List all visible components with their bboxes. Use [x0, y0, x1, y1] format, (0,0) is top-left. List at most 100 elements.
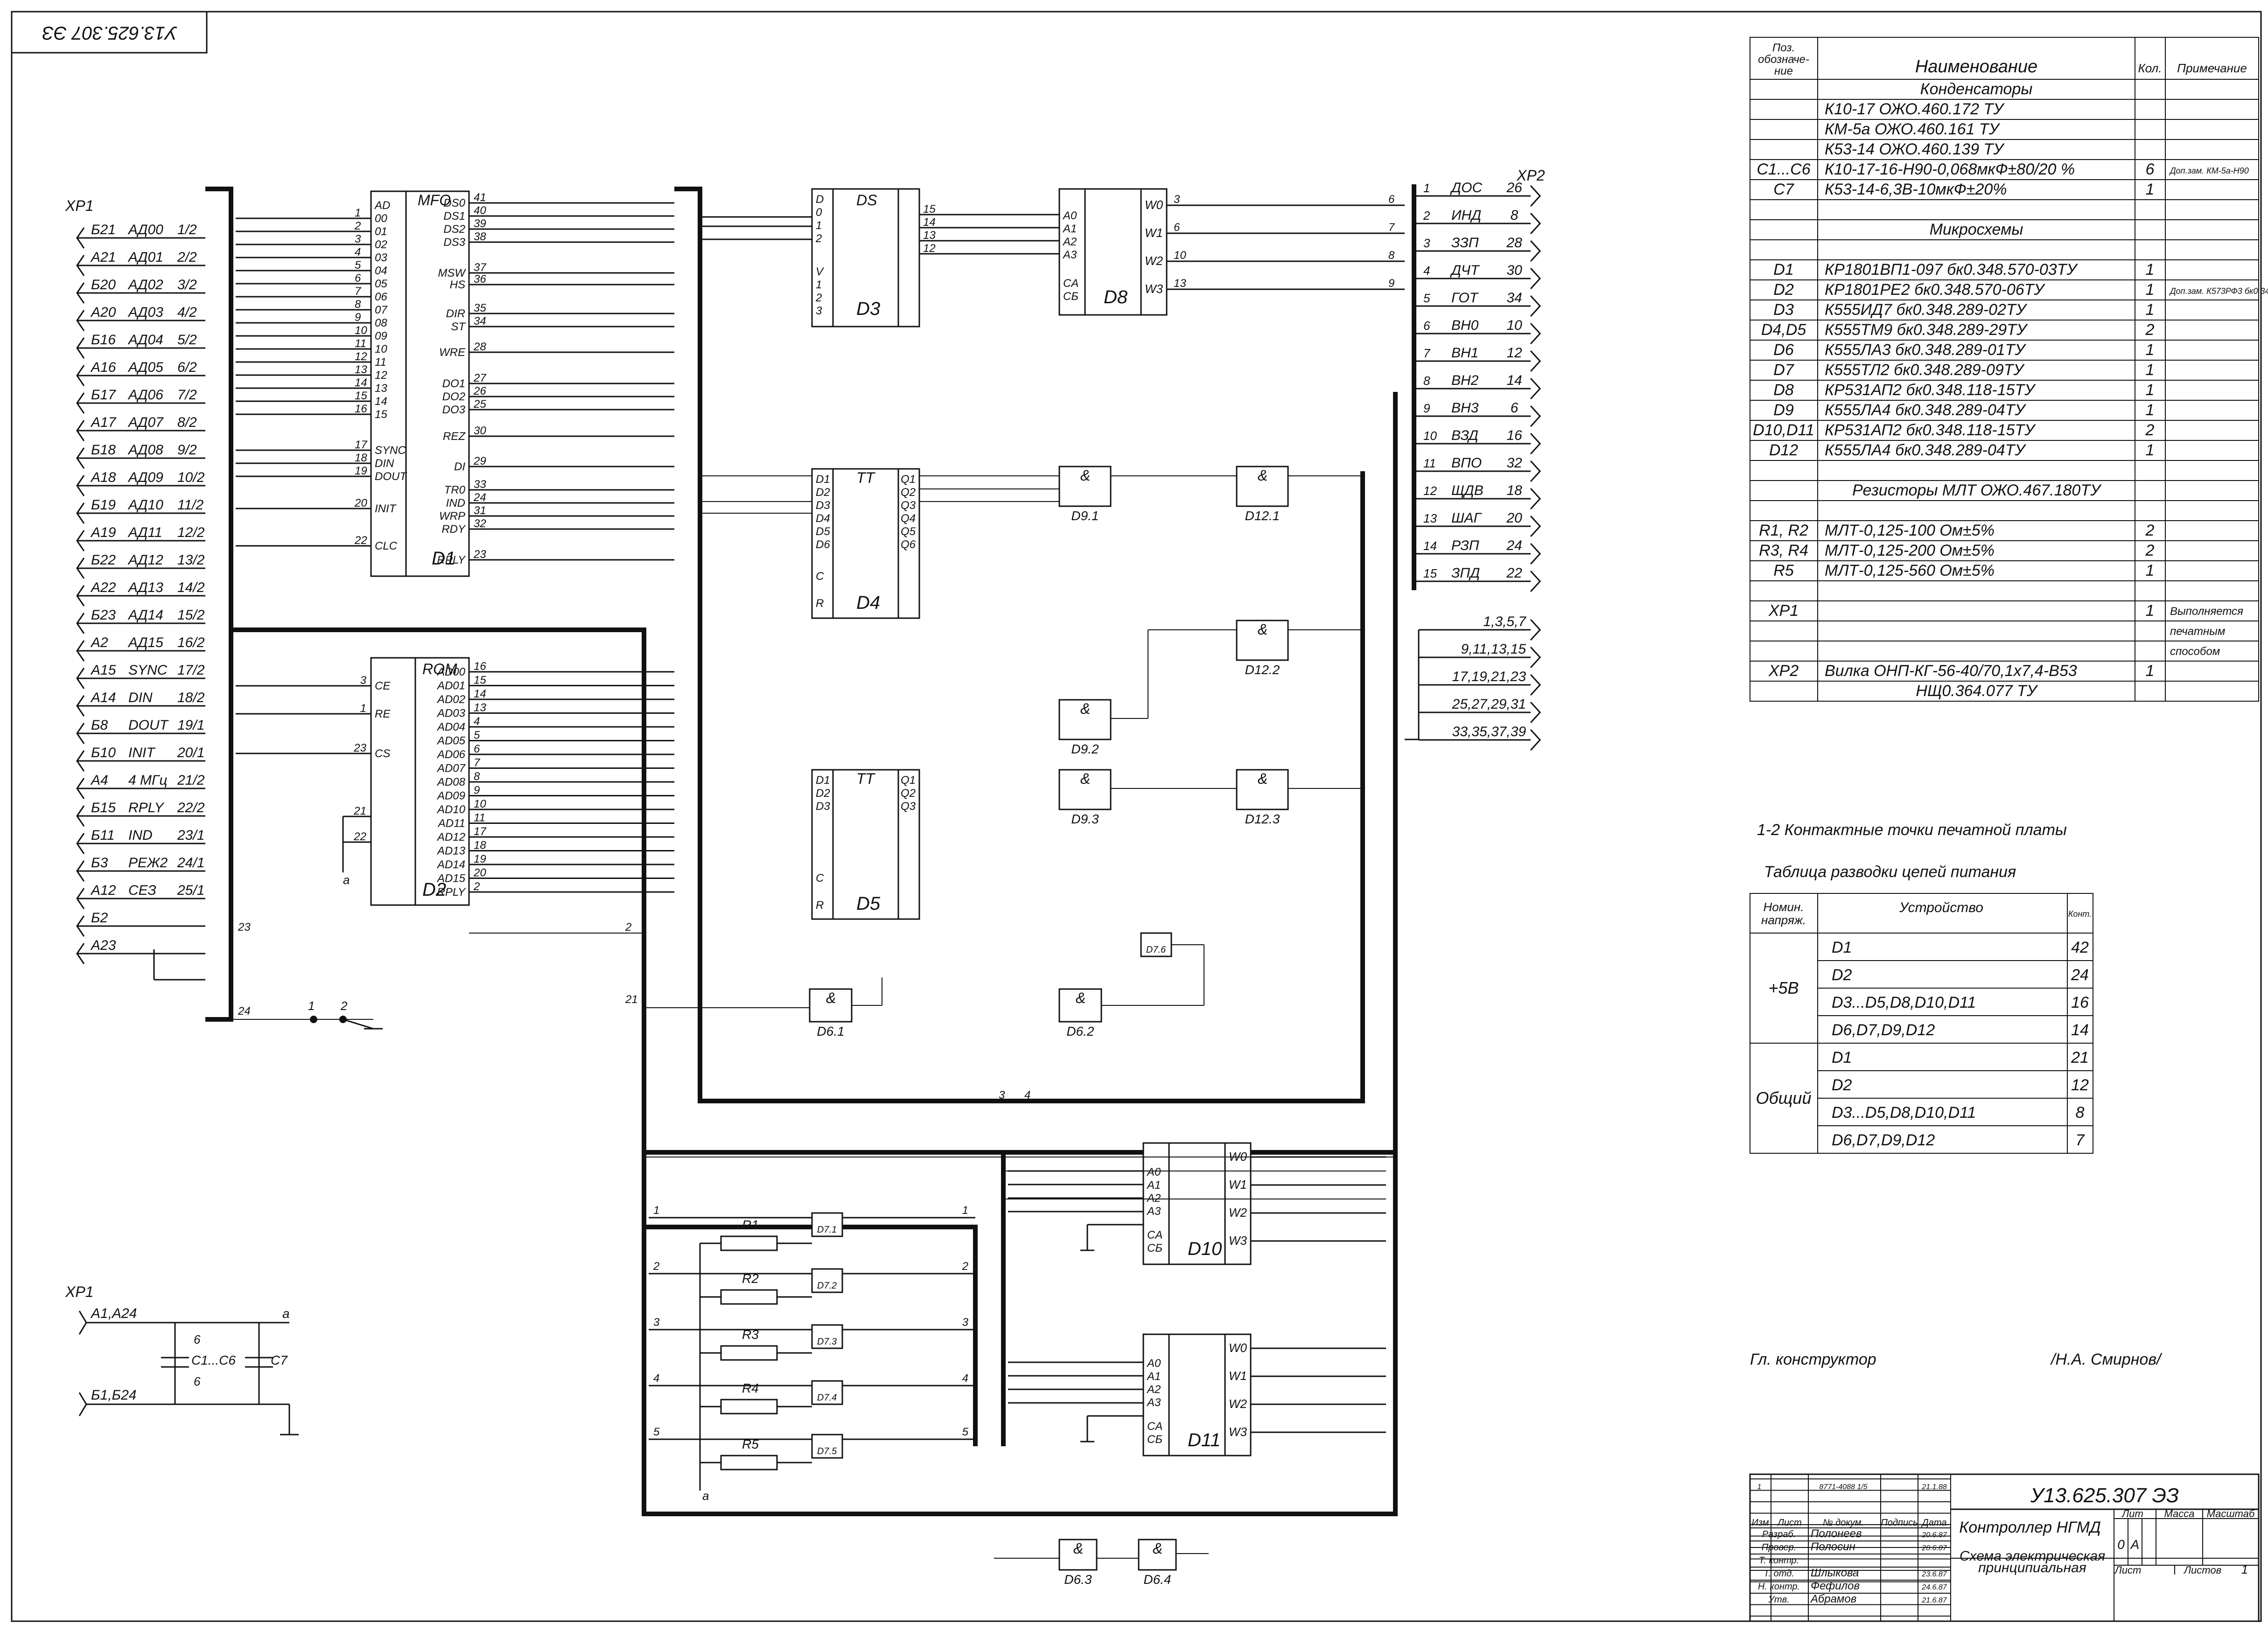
jumper-contact: 2: [340, 999, 348, 1013]
net-number: 4: [1024, 1089, 1030, 1101]
chip-d5-pin-label: D3: [816, 800, 830, 813]
chip-d11-pin-label: A0: [1146, 1357, 1161, 1370]
xp1-pin-number: 25/1: [177, 883, 204, 898]
chip-d1-pin-num: 37: [474, 261, 487, 274]
chip-d1-pin-label: 08: [375, 317, 387, 329]
chip-d8-pin-label: CA: [1063, 277, 1078, 290]
chip-d2-pin-num: 1: [360, 702, 366, 715]
xp1-pin-contact: А20: [90, 305, 116, 320]
chip-d4-pin-label: Q4: [901, 512, 916, 525]
xp1-pin-contact: А22: [90, 580, 116, 595]
chip-d1-pin-num: 10: [355, 324, 367, 337]
chip-d1-pin-label: DS2: [443, 223, 465, 236]
xp2-gnd-arrow: [1530, 674, 1541, 696]
chip-d1-pin-num: 5: [355, 259, 361, 272]
bom-name: Конденсаторы: [1920, 80, 2033, 98]
title-doc-line2: принципиальная: [1978, 1560, 2086, 1575]
chip-d1-pin-label: 11: [375, 356, 386, 369]
xp2-pin-index: 15: [1423, 566, 1437, 580]
chip-d1-pin-num: 3: [355, 233, 361, 245]
xp2-pin-number: 6: [1511, 400, 1519, 416]
chip-d11-pin-label: CA: [1147, 1420, 1162, 1433]
chip-d1-pin-label: SYNC: [375, 444, 406, 457]
bom-pos: D10,D11: [1753, 421, 1814, 439]
xp2-pin-arrow: [1530, 515, 1541, 537]
xp1-pin-signal: АД12: [127, 552, 163, 568]
gate-symbol: &: [1258, 621, 1267, 638]
xp1-pin-contact: Б16: [91, 332, 116, 348]
rotated-stamp: У13.625.307 ЭЗ: [11, 11, 208, 54]
xp2-pin-signal: РЗП: [1451, 538, 1479, 553]
xp1-label: XP1: [65, 197, 93, 214]
chip-d11-pin-label: W2: [1229, 1397, 1247, 1411]
title-role: Разраб.: [1762, 1529, 1796, 1540]
chip-d1-pin-label: 02: [375, 238, 387, 251]
chip-d4-pin-label: Q2: [901, 486, 916, 499]
gate-D12-3: [1236, 769, 1289, 810]
chip-d2-pin-label: AD01: [436, 680, 465, 692]
title-rev-n: 1: [1757, 1483, 1762, 1491]
power-voltage: +5В: [1768, 978, 1799, 997]
bom-header-name: Наименование: [1915, 57, 2037, 77]
title-role: Т. контр.: [1759, 1555, 1799, 1566]
chip-d2-pin-label: AD03: [436, 707, 466, 720]
chip-d5-pin-label: Q2: [901, 787, 916, 800]
xp2-pin-arrow: [1530, 185, 1541, 207]
bom-qty: 2: [2145, 421, 2155, 439]
title-role: Утв.: [1768, 1595, 1789, 1605]
power-header-contact: Конт.: [2068, 909, 2092, 919]
chip-d3-pin-label: 2: [815, 232, 822, 245]
chip-d1-name: D1: [432, 548, 455, 569]
gate-name: D9.2: [1071, 742, 1099, 756]
title-rev-doc: 8771-4088 1/5: [1819, 1483, 1867, 1491]
xp1-pin-number: 8/2: [177, 415, 197, 430]
chip-d1-pin-num: 40: [474, 204, 486, 217]
chip-d4-pin-label: Q5: [901, 525, 916, 538]
chip-d1-pin-label: WRE: [439, 346, 466, 359]
chief-designer-name: /Н.А. Смирнов/: [2050, 1351, 2163, 1368]
title-doc-line1: Схема электрическая: [1960, 1548, 2105, 1564]
xp1-pin-contact: Б20: [91, 277, 116, 293]
bom-header-pos: ние: [1774, 65, 1793, 77]
chip-d8-pin-label: A3: [1062, 249, 1077, 261]
xp1-pin-signal: АД10: [127, 497, 163, 513]
chip-d3-pin-num: 15: [923, 203, 936, 216]
net-number: 24: [238, 1005, 251, 1018]
chip-d3-pin-label: 1: [816, 279, 822, 291]
power-capacitors: XP1 А1,А24 Б1,Б24 C1...C6 C7 а 6 6: [65, 1283, 299, 1436]
chip-d10-pin-label: A2: [1146, 1192, 1161, 1205]
chip-d4-pin-label: Q6: [901, 538, 916, 551]
gate-symbol: &: [1153, 1540, 1162, 1557]
bom-pos: D12: [1769, 441, 1798, 459]
chip-d1-pin-num: 27: [473, 372, 487, 384]
xp1-pin-number: 12/2: [177, 525, 205, 540]
chip-d1-pin-label: DS1: [443, 210, 465, 223]
bom-header-note: Примечание: [2177, 61, 2247, 75]
title-col-head: Дата: [1921, 1518, 1947, 1528]
bom-qty: 1: [2146, 281, 2155, 299]
xp2-pin-signal: ВПО: [1451, 455, 1482, 471]
power-contact: 16: [2071, 994, 2089, 1011]
xp2-label: XP2: [1516, 167, 1545, 184]
xp2-pin-index: 1: [1423, 181, 1430, 195]
xp2-gnd-arrow: [1530, 619, 1541, 641]
bom-qty: 1: [2146, 562, 2155, 579]
bom-name: КР1801РЕ2 бк0.348.570-06ТУ: [1825, 281, 2045, 299]
xp1-pin-signal: АД15: [127, 635, 163, 650]
bom-header-pos: Поз.: [1772, 42, 1795, 54]
chip-d8-pin-label: A0: [1062, 209, 1077, 222]
xp2-ground-group: 17,19,21,23: [1452, 669, 1526, 684]
chip-d2-pin-num: 16: [474, 660, 486, 673]
chip-d1-pin-label: DO1: [442, 377, 465, 390]
gate-D12-1: [1236, 466, 1289, 507]
chip-d2-pin-label: AD15: [436, 872, 466, 885]
chip-d1-pin-num: 26: [473, 385, 486, 397]
xp1-pin-signal: АД09: [127, 470, 163, 485]
gate-D7-3: [811, 1324, 843, 1349]
xp1-pin-number: 20/1: [177, 745, 204, 760]
gate-name: D7.2: [817, 1281, 837, 1291]
chip-d1-pin-label: DIN: [375, 457, 394, 470]
